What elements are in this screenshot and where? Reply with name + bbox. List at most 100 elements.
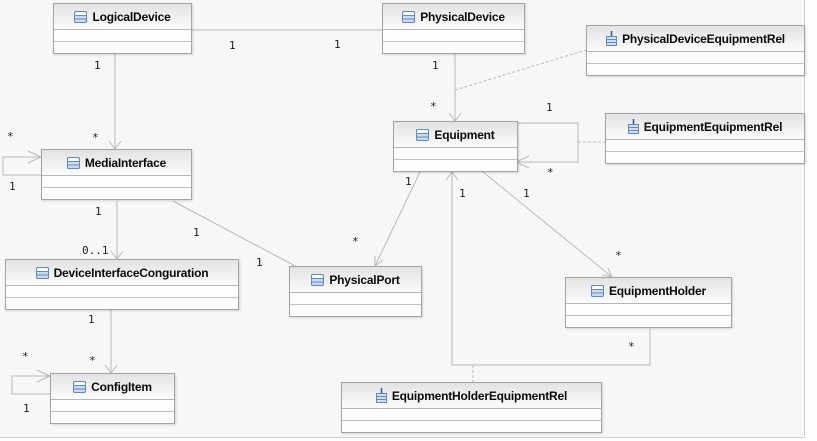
operations-compartment: [342, 420, 601, 432]
operations-compartment: [566, 315, 731, 327]
class-name: ConfigItem: [91, 379, 152, 394]
multiplicity-label[interactable]: 1: [23, 402, 30, 415]
class-name: LogicalDevice: [92, 9, 171, 24]
multiplicity-label[interactable]: *: [547, 166, 554, 179]
association-class-icon: [606, 31, 618, 46]
operations-compartment: [42, 187, 191, 199]
multiplicity-label[interactable]: 1: [523, 187, 530, 200]
association-equipment-equipmentholder[interactable]: [482, 171, 613, 278]
attributes-compartment: [51, 400, 174, 411]
class-physicaldeviceequipmentrel[interactable]: PhysicalDeviceEquipmentRel: [586, 25, 805, 76]
class-title-bar: PhysicalPort: [290, 267, 421, 293]
multiplicity-label[interactable]: 1: [459, 187, 466, 200]
attributes-compartment: [342, 409, 601, 420]
multiplicity-label[interactable]: *: [7, 130, 14, 143]
class-title-bar: EquipmentHolderEquipmentRel: [342, 383, 601, 409]
class-physicalport[interactable]: PhysicalPort: [289, 266, 422, 317]
association-equipmentholder-equipment-orthogonal[interactable]: [445, 171, 651, 366]
attributes-compartment: [566, 304, 731, 315]
association-equipment-physicalport[interactable]: [374, 171, 421, 268]
multiplicity-label[interactable]: 1: [193, 226, 200, 239]
multiplicity-label[interactable]: *: [628, 340, 635, 353]
association-configitem-self[interactable]: [11, 369, 52, 395]
class-icon: [402, 10, 416, 23]
class-title-bar: EquipmentEquipmentRel: [606, 114, 804, 140]
class-icon: [73, 380, 87, 393]
class-icon: [590, 284, 604, 297]
association-mediainterface-deviceinterfaceconguration[interactable]: [110, 201, 124, 260]
attributes-compartment: [606, 140, 804, 151]
association-class-icon: [627, 119, 639, 134]
multiplicity-label[interactable]: 1: [334, 38, 341, 51]
operations-compartment: [290, 304, 421, 316]
association-physicaldevice-equipment[interactable]: [448, 53, 462, 122]
class-title-bar: PhysicalDeviceEquipmentRel: [587, 26, 804, 52]
class-title-bar: PhysicalDevice: [383, 4, 524, 30]
association-mediainterface-self[interactable]: [2, 150, 43, 176]
attributes-compartment: [6, 286, 238, 297]
multiplicity-label[interactable]: *: [430, 100, 437, 113]
multiplicity-label[interactable]: 1: [405, 175, 412, 188]
association-equipment-self[interactable]: [514, 122, 579, 169]
multiplicity-label[interactable]: 1: [229, 39, 236, 52]
class-equipmentequipmentrel[interactable]: EquipmentEquipmentRel: [605, 113, 805, 164]
class-name: EquipmentEquipmentRel: [643, 119, 783, 134]
multiplicity-label[interactable]: 1: [256, 256, 263, 269]
multiplicity-label[interactable]: *: [615, 249, 622, 262]
class-equipmentholder[interactable]: EquipmentHolder: [565, 277, 732, 328]
multiplicity-label[interactable]: 1: [95, 205, 102, 218]
class-icon: [74, 10, 88, 23]
class-equipment[interactable]: Equipment: [393, 121, 518, 172]
class-name: EquipmentHolderEquipmentRel: [391, 388, 568, 403]
class-name: PhysicalPort: [329, 272, 400, 287]
class-name: DeviceInterfaceConguration: [53, 265, 209, 280]
operations-compartment: [394, 159, 517, 171]
class-title-bar: LogicalDevice: [54, 4, 191, 30]
operations-compartment: [54, 41, 191, 53]
multiplicity-label[interactable]: 1: [94, 59, 101, 72]
class-name: EquipmentHolder: [608, 283, 706, 298]
class-title-bar: DeviceInterfaceConguration: [6, 260, 238, 286]
class-logicaldevice[interactable]: LogicalDevice: [53, 3, 192, 54]
class-title-bar: ConfigItem: [51, 374, 174, 400]
attributes-compartment: [54, 30, 191, 41]
class-title-bar: Equipment: [394, 122, 517, 148]
class-icon: [311, 273, 325, 286]
multiplicity-label[interactable]: *: [92, 131, 99, 144]
multiplicity-label[interactable]: 1: [546, 101, 553, 114]
class-name: MediaInterface: [84, 155, 167, 170]
multiplicity-label[interactable]: *: [22, 350, 29, 363]
attributes-compartment: [383, 30, 524, 41]
class-configitem[interactable]: ConfigItem: [50, 373, 175, 424]
class-name: PhysicalDeviceEquipmentRel: [622, 31, 785, 46]
class-title-bar: MediaInterface: [42, 150, 191, 176]
operations-compartment: [606, 151, 804, 163]
class-physicaldevice[interactable]: PhysicalDevice: [382, 3, 525, 54]
operations-compartment: [6, 297, 238, 309]
association-deviceinterfaceconguration-configitem[interactable]: [104, 309, 118, 374]
class-mediainterface[interactable]: MediaInterface: [41, 149, 192, 200]
attributes-compartment: [290, 293, 421, 304]
attributes-compartment: [394, 148, 517, 159]
class-name: Equipment: [434, 127, 495, 142]
operations-compartment: [587, 63, 804, 75]
class-icon: [66, 156, 80, 169]
class-deviceinterfaceconguration[interactable]: DeviceInterfaceConguration: [5, 259, 239, 310]
class-icon: [35, 266, 49, 279]
multiplicity-label[interactable]: 1: [88, 313, 95, 326]
association-class-link-physicaldeviceequipmentrel[interactable]: [454, 49, 587, 91]
multiplicity-label[interactable]: *: [89, 354, 96, 367]
multiplicity-label[interactable]: 0..1: [82, 244, 109, 257]
class-equipmentholderequipmentrel[interactable]: EquipmentHolderEquipmentRel: [341, 382, 602, 433]
attributes-compartment: [587, 52, 804, 63]
multiplicity-label[interactable]: 1: [432, 59, 439, 72]
class-name: PhysicalDevice: [420, 9, 505, 24]
association-class-icon: [375, 388, 387, 403]
multiplicity-label[interactable]: 1: [9, 180, 16, 193]
association-mediainterface-physicalport[interactable]: [172, 200, 298, 268]
operations-compartment: [383, 41, 524, 53]
multiplicity-label[interactable]: *: [352, 235, 359, 248]
association-logicaldevice-mediainterface[interactable]: [108, 53, 122, 150]
attributes-compartment: [42, 176, 191, 187]
